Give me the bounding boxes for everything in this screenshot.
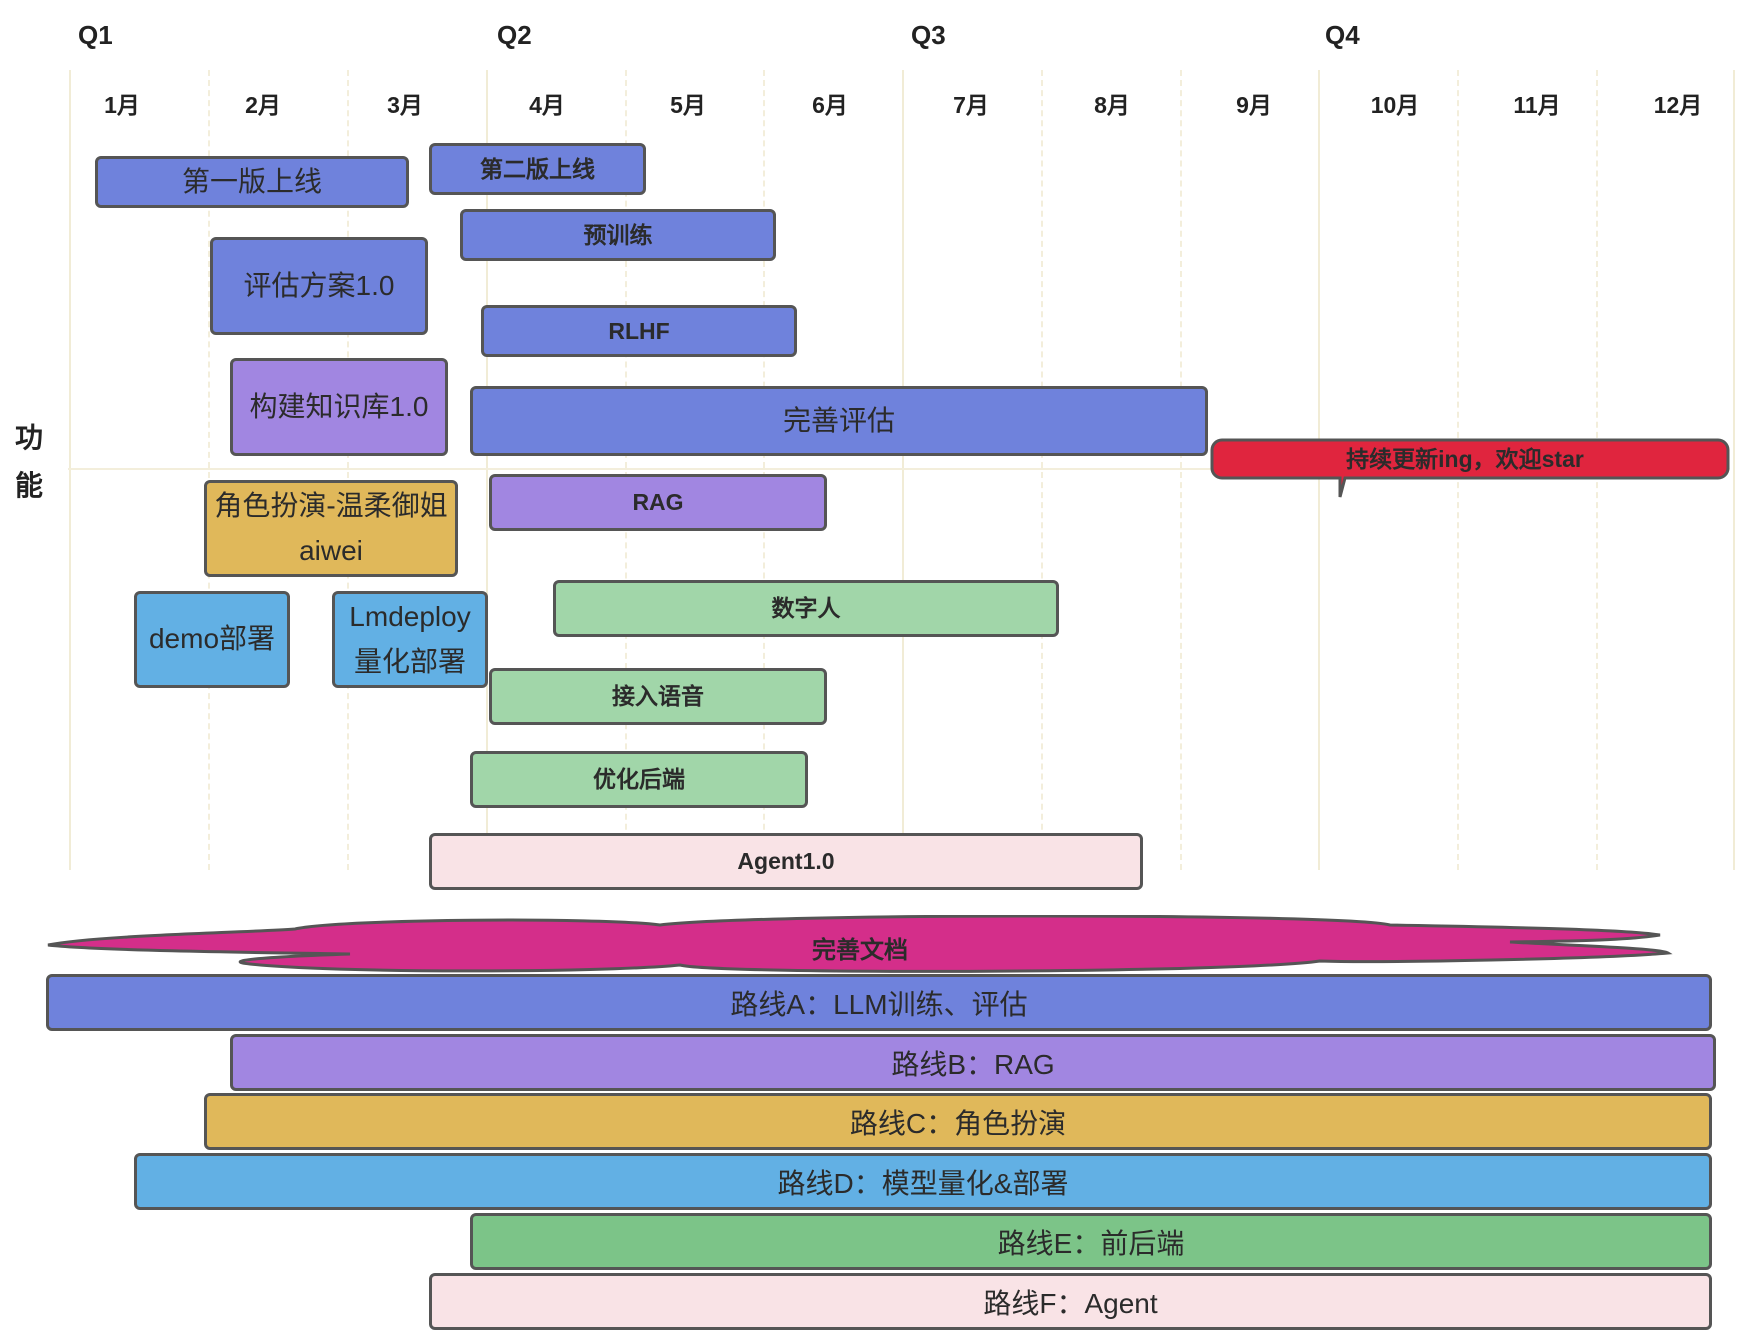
- route-label: 路线D：模型量化&部署: [777, 1167, 1069, 1199]
- route-f[interactable]: 路线F：Agent: [429, 1273, 1712, 1330]
- task-label: 预训练: [583, 221, 653, 248]
- row-divider: [68, 468, 1730, 470]
- route-e[interactable]: 路线E：前后端: [470, 1213, 1712, 1270]
- month-label: 4月: [529, 92, 565, 118]
- task-rlhf[interactable]: RLHF: [481, 305, 797, 357]
- task-knowledge-base[interactable]: 构建知识库1.0: [230, 358, 448, 456]
- cloud-shape: [47, 915, 1673, 973]
- task-eval-plan[interactable]: 评估方案1.0: [210, 237, 428, 335]
- task-label: Agent1.0: [737, 848, 835, 875]
- task-label: 接入语音: [612, 683, 704, 710]
- route-label: 路线A：LLM训练、评估: [730, 988, 1028, 1020]
- month-label: 8月: [1094, 92, 1130, 118]
- grid-line: [1180, 70, 1182, 870]
- month-label: 12月: [1653, 92, 1703, 118]
- side-label-features: 功 能: [14, 422, 43, 501]
- task-digital-human[interactable]: 数字人: [553, 580, 1059, 637]
- task-label: 评估方案1.0: [243, 269, 395, 301]
- task-label: 第二版上线: [480, 155, 595, 182]
- task-demo-deploy[interactable]: demo部署: [134, 591, 290, 688]
- task-second-release[interactable]: 第二版上线: [429, 143, 646, 195]
- route-label: 路线B：RAG: [891, 1048, 1055, 1080]
- month-label: 9月: [1236, 92, 1272, 118]
- task-roleplay[interactable]: 角色扮演-温柔御姐 aiwei: [204, 480, 458, 577]
- cloud-text: 完善文档: [812, 937, 908, 964]
- task-label: 角色扮演-温柔御姐 aiwei: [214, 489, 448, 566]
- month-label: 11月: [1513, 92, 1561, 118]
- quarter-label-q1: Q1: [78, 20, 113, 50]
- task-label: 优化后端: [593, 766, 685, 793]
- quarter-label-q4: Q4: [1325, 20, 1360, 50]
- grid-line: [208, 70, 210, 870]
- task-label: RAG: [632, 489, 684, 516]
- task-pretrain[interactable]: 预训练: [460, 209, 776, 261]
- month-label: 1月: [104, 92, 140, 118]
- route-label: 路线F：Agent: [983, 1287, 1158, 1319]
- route-a[interactable]: 路线A：LLM训练、评估: [46, 974, 1712, 1031]
- month-label: 5月: [670, 92, 706, 118]
- route-d[interactable]: 路线D：模型量化&部署: [134, 1153, 1712, 1210]
- grid-line: [486, 70, 488, 870]
- route-label: 路线E：前后端: [997, 1227, 1185, 1259]
- quarter-label-q3: Q3: [911, 20, 946, 50]
- task-voice[interactable]: 接入语音: [489, 668, 827, 725]
- quarter-label-q2: Q2: [497, 20, 532, 50]
- grid-line: [1733, 70, 1735, 870]
- task-first-release[interactable]: 第一版上线: [95, 156, 409, 208]
- month-label: 10月: [1370, 92, 1420, 118]
- task-label: demo部署: [148, 623, 276, 655]
- grid-line: [347, 70, 349, 870]
- route-b[interactable]: 路线B：RAG: [230, 1034, 1716, 1091]
- task-label: 第一版上线: [181, 165, 322, 197]
- task-rag[interactable]: RAG: [489, 474, 827, 531]
- task-label: 完善评估: [782, 404, 895, 436]
- task-improve-eval[interactable]: 完善评估: [470, 386, 1208, 456]
- task-backend[interactable]: 优化后端: [470, 751, 808, 808]
- task-label: Lmdeploy 量化部署: [349, 600, 471, 677]
- grid-line: [625, 70, 627, 870]
- task-lmdeploy[interactable]: Lmdeploy 量化部署: [332, 591, 488, 688]
- month-label: 2月: [245, 92, 281, 118]
- route-c[interactable]: 路线C：角色扮演: [204, 1093, 1712, 1150]
- month-label: 3月: [387, 92, 423, 118]
- grid-line: [763, 70, 765, 870]
- grid-line: [902, 70, 904, 870]
- month-label: 7月: [953, 92, 989, 118]
- grid-line: [69, 70, 71, 870]
- callout-shape: [1210, 438, 1730, 498]
- task-label: RLHF: [608, 317, 670, 344]
- task-label: 构建知识库1.0: [249, 390, 429, 422]
- grid-line: [1041, 70, 1043, 870]
- task-label: 数字人: [771, 595, 841, 622]
- route-label: 路线C：角色扮演: [849, 1107, 1067, 1139]
- callout-text: 持续更新ing，欢迎star: [1346, 446, 1584, 472]
- month-label: 6月: [812, 92, 848, 118]
- task-agent[interactable]: Agent1.0: [429, 833, 1143, 890]
